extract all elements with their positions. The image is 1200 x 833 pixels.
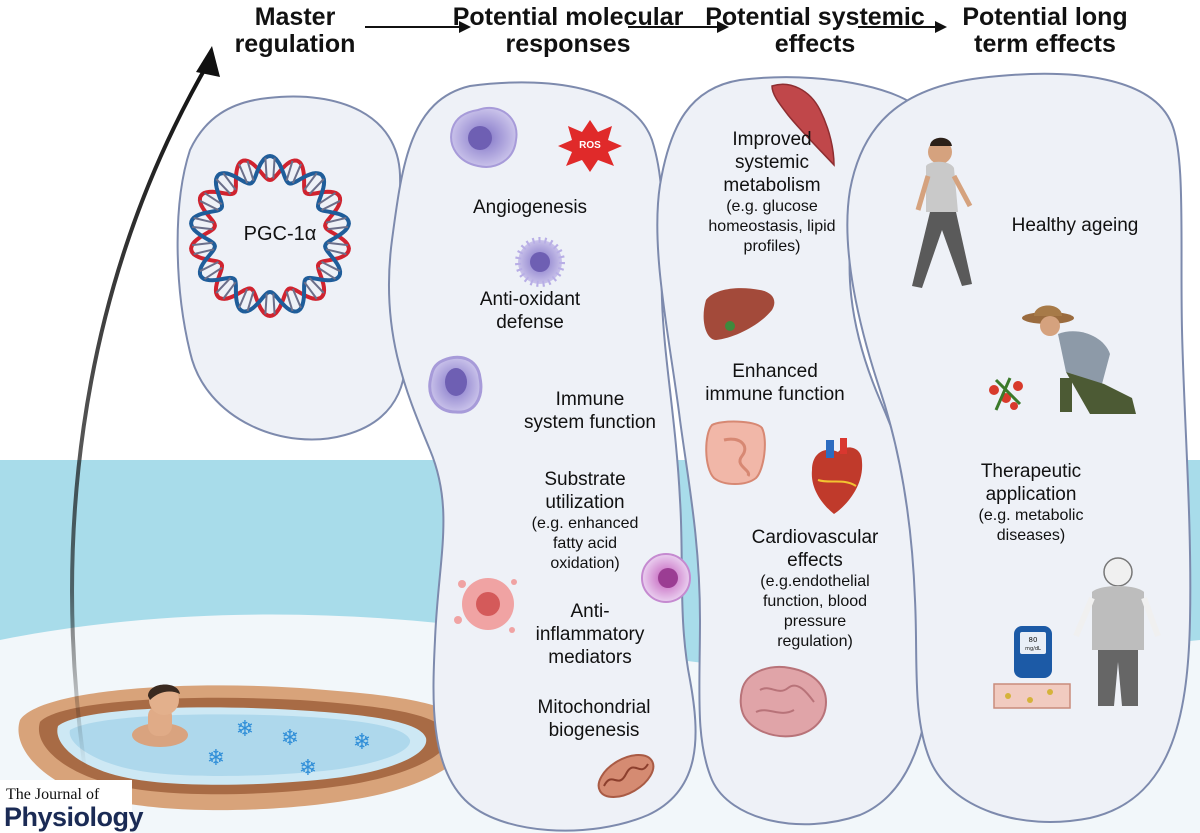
dna-rung bbox=[191, 241, 213, 247]
dna-rung bbox=[246, 290, 255, 312]
dna-rung bbox=[303, 281, 318, 300]
dna-rung bbox=[203, 266, 223, 280]
cell-icon-angiogenesis bbox=[450, 107, 518, 168]
heart-icon bbox=[811, 438, 863, 514]
dna-rung bbox=[264, 293, 268, 315]
dna-rung bbox=[317, 266, 337, 280]
dna-rung bbox=[285, 160, 294, 182]
ros-label: ROS bbox=[579, 140, 601, 151]
patient-person-icon bbox=[1073, 557, 1161, 706]
dna-rung bbox=[303, 172, 318, 191]
dna-rung bbox=[317, 192, 337, 206]
dna-rung bbox=[325, 216, 347, 224]
dna-rung bbox=[238, 288, 249, 309]
dna-rung bbox=[193, 248, 215, 256]
dna-rung bbox=[272, 157, 276, 179]
muscle-icon bbox=[771, 83, 835, 167]
dna-rung bbox=[321, 199, 341, 211]
label-healthy-ageing: Healthy ageing bbox=[1011, 215, 1139, 236]
logo-line2: Physiology bbox=[4, 802, 144, 832]
liver-icon bbox=[703, 288, 775, 340]
dna-rung bbox=[215, 178, 232, 195]
glucometer-icon: 80 mg/dL bbox=[993, 626, 1071, 709]
dna-rung bbox=[327, 225, 349, 231]
gardener-icon bbox=[989, 305, 1136, 414]
snowflake-icon: ❄ bbox=[353, 730, 371, 755]
cell-icon-substrate bbox=[641, 553, 691, 603]
curved-arrow-head bbox=[196, 46, 220, 77]
snowflake-icon: ❄ bbox=[299, 756, 317, 781]
dna-rung bbox=[215, 277, 232, 294]
snowflake-icon: ❄ bbox=[236, 717, 254, 742]
ros-burst-icon bbox=[558, 120, 622, 172]
snowflake-icons: ❄ ❄ ❄ ❄ ❄ bbox=[207, 717, 371, 781]
dna-rung bbox=[308, 277, 325, 294]
dna-rung bbox=[191, 225, 213, 231]
logo-line1: The Journal of bbox=[6, 786, 100, 803]
dna-rung bbox=[308, 178, 325, 195]
dna-rung bbox=[222, 281, 237, 300]
dna-rung bbox=[285, 290, 294, 312]
dna-rung bbox=[327, 241, 349, 247]
journal-logo: The Journal of Physiology bbox=[0, 780, 144, 833]
glucometer-unit: mg/dL bbox=[1025, 646, 1041, 652]
cell-icon-inflammatory bbox=[454, 578, 517, 633]
dna-rung bbox=[264, 157, 268, 179]
dna-rung bbox=[193, 216, 215, 224]
dna-rung bbox=[272, 293, 276, 315]
dna-rung bbox=[203, 192, 223, 206]
dna-ring-icon bbox=[189, 153, 351, 319]
dna-rung bbox=[325, 248, 347, 256]
label-angiogenesis: Angiogenesis bbox=[472, 197, 588, 218]
snowflake-icon: ❄ bbox=[281, 726, 299, 751]
dna-rung bbox=[199, 199, 219, 211]
dna-rung bbox=[199, 261, 219, 273]
dna-rung bbox=[222, 172, 237, 191]
dna-rung bbox=[321, 261, 341, 273]
cell-icon-immune bbox=[428, 355, 483, 414]
cell-icon-antioxidant bbox=[515, 237, 565, 287]
dna-rung bbox=[238, 163, 249, 184]
walking-person-icon bbox=[912, 137, 973, 288]
panel-master bbox=[176, 95, 407, 441]
snowflake-icon: ❄ bbox=[207, 746, 225, 771]
dna-rung bbox=[291, 288, 302, 309]
brain-icon bbox=[739, 666, 828, 738]
ice-bath-illustration bbox=[18, 684, 471, 811]
intestine-icon bbox=[705, 420, 766, 485]
dna-rung bbox=[246, 160, 255, 182]
pgc1a-label: PGC-1α bbox=[243, 223, 317, 245]
mitochondria-icon bbox=[597, 753, 655, 799]
curved-arrow bbox=[70, 58, 212, 771]
glucometer-value: 80 bbox=[1029, 636, 1038, 644]
dna-rung bbox=[291, 163, 302, 184]
